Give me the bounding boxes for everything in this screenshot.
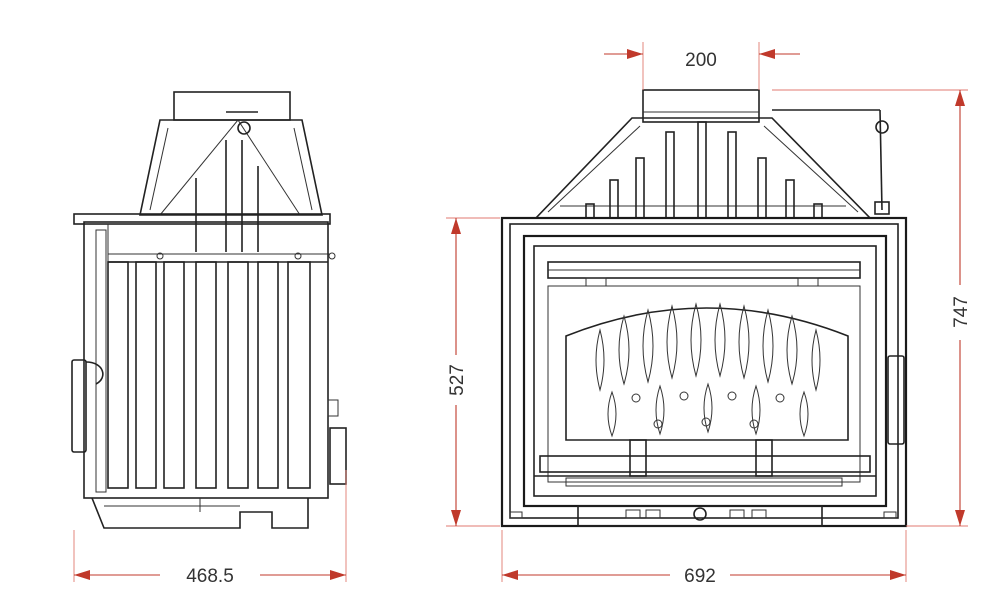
side-hood [139,119,323,216]
back-plate-arch [565,307,849,441]
dimension-label-front-width: 692 [684,566,716,587]
dimension-label-door-height: 527 [447,364,468,396]
front-outer-frame [500,216,908,528]
front-door-frame [522,234,888,508]
front-base [577,505,823,527]
dimension-total-height: 747 [772,89,972,527]
side-top-rail [73,213,331,225]
front-door-handle [887,355,905,445]
dimension-flue-diameter: 200 [604,42,800,90]
dimension-label-flue-diameter: 200 [685,50,717,71]
side-body [83,221,329,499]
air-control-knob [693,507,707,521]
dimension-label-total-height: 747 [951,296,972,328]
dimension-label-side-depth: 468.5 [186,566,234,587]
dimension-side-depth: 468.5 [73,470,347,587]
side-base [91,497,309,529]
flame-pattern [595,302,821,438]
side-view [71,91,347,529]
front-grate [539,455,871,473]
side-flue-collar [173,91,291,121]
damper-control [772,109,890,215]
front-hood [534,117,872,219]
side-bolt [237,121,251,135]
front-view [500,89,908,528]
dimension-door-height: 527 [446,217,500,527]
front-glass [547,285,861,483]
front-hood-fins [585,121,823,219]
side-ribs [107,261,311,489]
dimension-front-width: 692 [501,530,907,587]
side-door-handle [71,359,87,453]
